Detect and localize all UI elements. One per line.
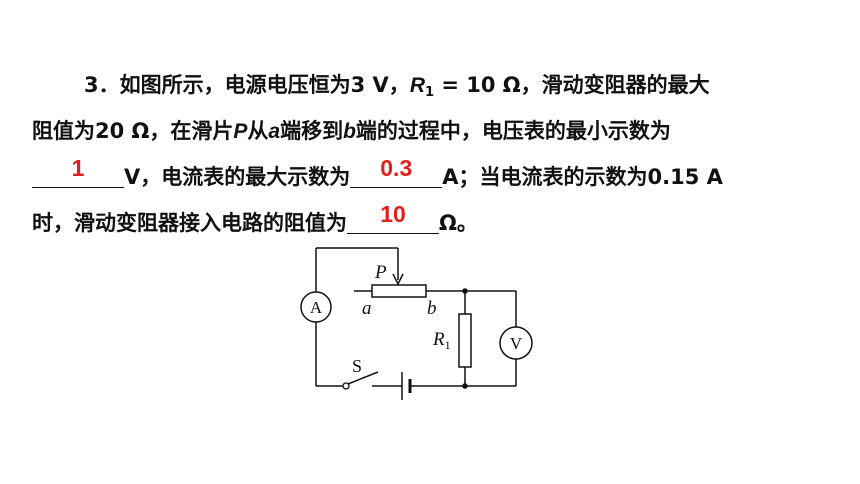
text-segment: 端移到 xyxy=(280,119,344,143)
rheostat-body xyxy=(371,284,427,298)
text-segment: 阻值为20 Ω，在滑片 xyxy=(32,119,234,143)
answer-blank-current: 0.3 xyxy=(350,155,443,188)
a-variable: a xyxy=(268,120,281,143)
switch-blade xyxy=(347,371,379,385)
text-segment: 时，滑动变阻器接入电路的阻值为 xyxy=(32,211,347,235)
text-segment: Ω。 xyxy=(439,211,478,235)
text-segment: 从 xyxy=(247,119,269,143)
text-segment: = 10 Ω，滑动变阻器的最大 xyxy=(434,73,710,97)
ammeter-circle xyxy=(300,291,332,323)
problem-line-4: 时，滑动变阻器接入电路的阻值为 10 Ω。 xyxy=(32,200,832,246)
switch-label: S xyxy=(352,356,362,376)
text-segment: V，电流表的最大示数为 xyxy=(124,165,351,189)
resistor-label: R1 xyxy=(432,329,451,352)
resistor-symbol: R xyxy=(432,329,445,350)
resistor-subscript: 1 xyxy=(445,338,451,352)
text-segment: 端的过程中，电压表的最小示数为 xyxy=(355,119,671,143)
problem-line-1: 3．如图所示，电源电压恒为3 V，R1 = 10 Ω，滑动变阻器的最大 xyxy=(32,62,832,108)
resistor-r1-body xyxy=(458,313,472,368)
problem-line-2: 阻值为20 Ω，在滑片P从a端移到b端的过程中，电压表的最小示数为 xyxy=(32,108,832,154)
answer-voltage: 1 xyxy=(71,155,85,181)
r1-symbol: R xyxy=(409,74,425,97)
r1-subscript: 1 xyxy=(424,85,435,100)
switch-contact-icon xyxy=(342,382,350,390)
voltmeter-circle xyxy=(499,326,533,360)
text-segment: A；当电流表的示数为0.15 A xyxy=(442,165,723,189)
end-b-label: b xyxy=(427,298,437,319)
problem-number: 3． xyxy=(84,73,120,97)
voltmeter-label: V xyxy=(510,334,523,353)
p-variable: P xyxy=(233,120,248,143)
problem-line-3: 1 V，电流表的最大示数为 0.3 A；当电流表的示数为0.15 A xyxy=(32,154,832,200)
answer-current: 0.3 xyxy=(380,155,413,181)
answer-blank-resistance: 10 xyxy=(347,201,439,234)
slider-arrow-icon xyxy=(392,273,404,286)
answer-resistance: 10 xyxy=(380,201,406,227)
b-variable: b xyxy=(343,120,356,143)
answer-blank-voltage: 1 xyxy=(32,155,124,188)
problem-text: 3．如图所示，电源电压恒为3 V，R1 = 10 Ω，滑动变阻器的最大 阻值为2… xyxy=(32,62,832,246)
end-a-label: a xyxy=(362,298,372,319)
slider-label: P xyxy=(374,262,387,283)
text-segment: 如图所示，电源电压恒为3 V， xyxy=(119,73,410,97)
ammeter-label: A xyxy=(310,298,323,317)
